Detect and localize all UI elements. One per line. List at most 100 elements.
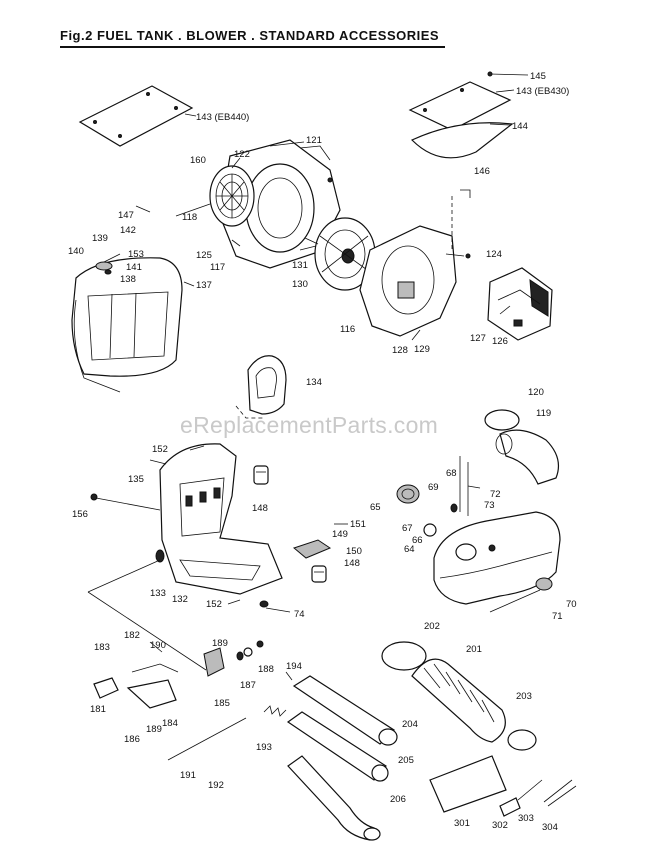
label-181: 181 (90, 704, 106, 715)
label-151: 151 (350, 519, 366, 530)
plate-143-eb430 (408, 71, 529, 131)
label-119: 119 (536, 408, 551, 419)
part-labels: 145 143 (EB430) 143 (EB440) 144 121 122 … (68, 71, 577, 833)
label-147: 147 (118, 210, 134, 221)
tool-302 (499, 797, 521, 817)
label-145: 145 (530, 71, 546, 82)
fuel-cap-65 (396, 484, 420, 504)
bolt-156 (90, 493, 98, 501)
back-pad-137 (71, 257, 183, 393)
label-153: 153 (128, 249, 144, 260)
label-189-a: 189 (212, 638, 228, 649)
label-134: 134 (306, 377, 322, 388)
label-73: 73 (484, 500, 495, 511)
engine-cover-126 (487, 267, 553, 341)
label-131: 131 (292, 260, 308, 271)
label-146: 146 (474, 166, 490, 177)
label-183: 183 (94, 642, 110, 653)
filter-69 (450, 503, 458, 513)
label-152-b: 152 (206, 599, 222, 610)
cable-line (87, 591, 207, 671)
label-192: 192 (208, 780, 224, 791)
watermark: eReplacementParts.com (180, 412, 439, 438)
label-185: 185 (214, 698, 230, 709)
label-148-a: 148 (252, 503, 268, 514)
label-143-eb430: 143 (EB430) (516, 86, 569, 97)
handle-134 (235, 355, 287, 419)
label-205: 205 (398, 755, 414, 766)
leader-74 (265, 607, 291, 613)
nut-74 (259, 600, 269, 608)
damper-148-b (311, 565, 327, 583)
washer-189 (243, 647, 253, 657)
figure-title: Fig.2 FUEL TANK . BLOWER . STANDARD ACCE… (60, 28, 440, 43)
screw-187 (236, 651, 244, 661)
bracket-149 (292, 539, 332, 559)
label-67: 67 (402, 523, 413, 534)
label-128: 128 (392, 345, 408, 356)
pipe-206 (287, 755, 381, 841)
figure-header: Fig.2 FUEL TANK . BLOWER . STANDARD ACCE… (60, 22, 610, 50)
intake-grille-118 (209, 165, 255, 227)
cover-144 (410, 122, 514, 159)
label-74: 74 (294, 609, 305, 620)
label-304: 304 (542, 822, 558, 833)
label-301: 301 (454, 818, 470, 829)
label-129: 129 (414, 344, 430, 355)
label-118: 118 (182, 212, 197, 223)
damper-148-a (253, 465, 269, 485)
cloth-301 (429, 755, 507, 813)
tool-304 (543, 779, 577, 807)
label-65: 65 (370, 502, 381, 513)
label-68: 68 (446, 468, 457, 479)
title-underline (60, 46, 445, 48)
label-184: 184 (162, 718, 178, 729)
label-124: 124 (486, 249, 502, 260)
backpack-frame-132 (155, 443, 283, 595)
blower-housing-117 (219, 139, 341, 269)
label-64: 64 (404, 544, 415, 555)
label-69: 69 (428, 482, 439, 493)
label-117: 117 (210, 262, 225, 273)
label-140: 140 (68, 246, 84, 257)
filter-70 (535, 577, 553, 591)
grommet-66 (423, 523, 437, 537)
label-148-b: 148 (344, 558, 360, 569)
flex-hose-201 (411, 658, 506, 743)
label-150: 150 (346, 546, 362, 557)
leader-lines (103, 141, 511, 681)
label-149: 149 (332, 529, 348, 540)
label-203: 203 (516, 691, 532, 702)
label-135: 135 (128, 474, 144, 485)
label-187: 187 (240, 680, 256, 691)
label-143-eb440: 143 (EB440) (196, 112, 249, 123)
label-127: 127 (470, 333, 486, 344)
label-160: 160 (190, 155, 206, 166)
fuel-tank (433, 511, 561, 605)
seal-ring-120 (484, 409, 520, 431)
label-66: 66 (412, 535, 423, 546)
pipe-204 (292, 675, 398, 746)
label-121: 121 (306, 135, 322, 146)
throttle-lever-181 (93, 677, 119, 699)
rod-191 (167, 717, 247, 761)
label-194: 194 (286, 661, 302, 672)
screw-188 (256, 640, 264, 648)
label-188: 188 (258, 664, 274, 675)
pipe-205 (286, 711, 389, 782)
label-156: 156 (72, 509, 88, 520)
label-70: 70 (566, 599, 577, 610)
label-190: 190 (150, 640, 166, 651)
throttle-bracket-184 (126, 663, 179, 709)
label-72: 72 (490, 489, 501, 500)
leader-156 (95, 497, 161, 511)
cable-line-2 (87, 559, 161, 593)
label-116: 116 (340, 324, 355, 335)
label-193: 193 (256, 742, 272, 753)
label-182: 182 (124, 630, 140, 641)
label-125: 125 (196, 250, 212, 261)
label-186: 186 (124, 734, 140, 745)
clip-146 (460, 189, 471, 198)
label-303: 303 (518, 813, 534, 824)
label-189-b: 189 (146, 724, 162, 735)
